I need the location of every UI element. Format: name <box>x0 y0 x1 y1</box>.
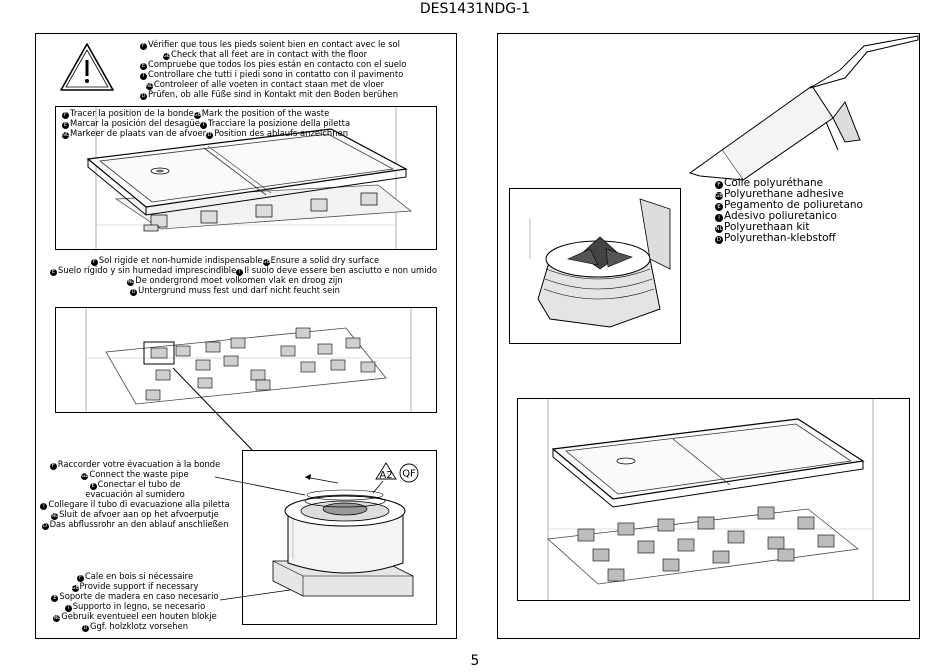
left-instruction-panel <box>35 33 457 639</box>
right-instruction-panel <box>497 33 920 639</box>
document-code: DES1431NDG-1 <box>419 1 531 17</box>
badge-qf: QF <box>402 469 416 480</box>
page-number: 5 <box>470 653 480 669</box>
waste-connection-detail: A2 QF <box>242 450 437 625</box>
glued-foot-detail <box>509 188 681 344</box>
tray-on-feet-illustration <box>517 398 910 601</box>
badge-a2: A2 <box>379 470 392 481</box>
feet-layout-illustration <box>55 307 437 413</box>
shower-tray-illustration <box>55 106 437 250</box>
